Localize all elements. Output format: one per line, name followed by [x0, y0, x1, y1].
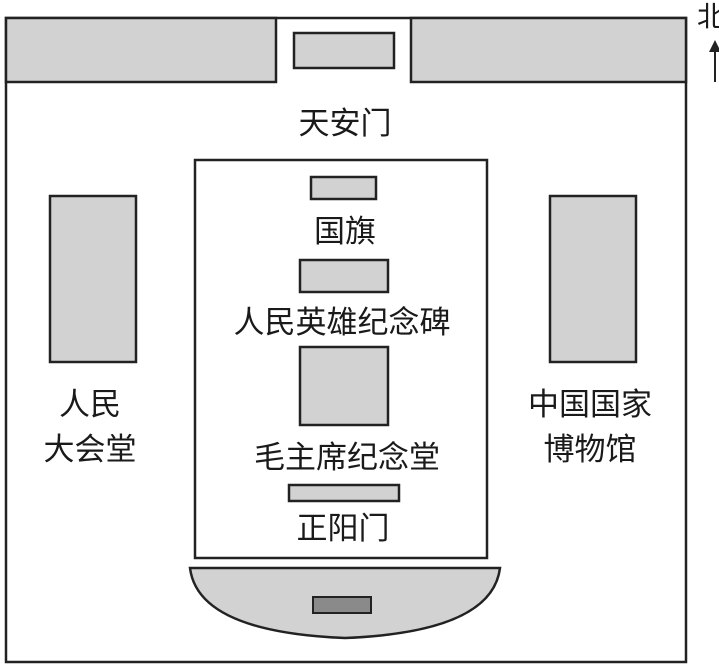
- museum-label-line2: 博物馆: [544, 432, 637, 468]
- great-hall-label-line1: 人民: [59, 387, 121, 423]
- monument-block: [298, 258, 390, 294]
- mausoleum-block: [298, 345, 390, 427]
- north-arrow-icon: [709, 40, 719, 52]
- top-right-building: [409, 16, 688, 84]
- monument-label: 人民英雄纪念碑: [234, 305, 451, 341]
- zhengyangmen-block: [287, 483, 401, 503]
- museum-label-line1: 中国国家: [528, 387, 652, 423]
- great-hall-label-line2: 大会堂: [44, 432, 137, 468]
- top-left-building: [4, 16, 278, 84]
- tiananmen-label: 天安门: [299, 106, 392, 142]
- flag-label: 国旗: [314, 214, 376, 250]
- national-museum-block: [548, 194, 638, 364]
- tiananmen-gate-block: [292, 31, 396, 70]
- north-label: 北: [697, 0, 719, 33]
- mausoleum-label: 毛主席纪念堂: [254, 440, 440, 476]
- south-gate-block: [312, 596, 372, 614]
- great-hall-block: [48, 194, 138, 364]
- flag-block: [309, 175, 378, 201]
- zhengyangmen-label: 正阳门: [297, 511, 390, 547]
